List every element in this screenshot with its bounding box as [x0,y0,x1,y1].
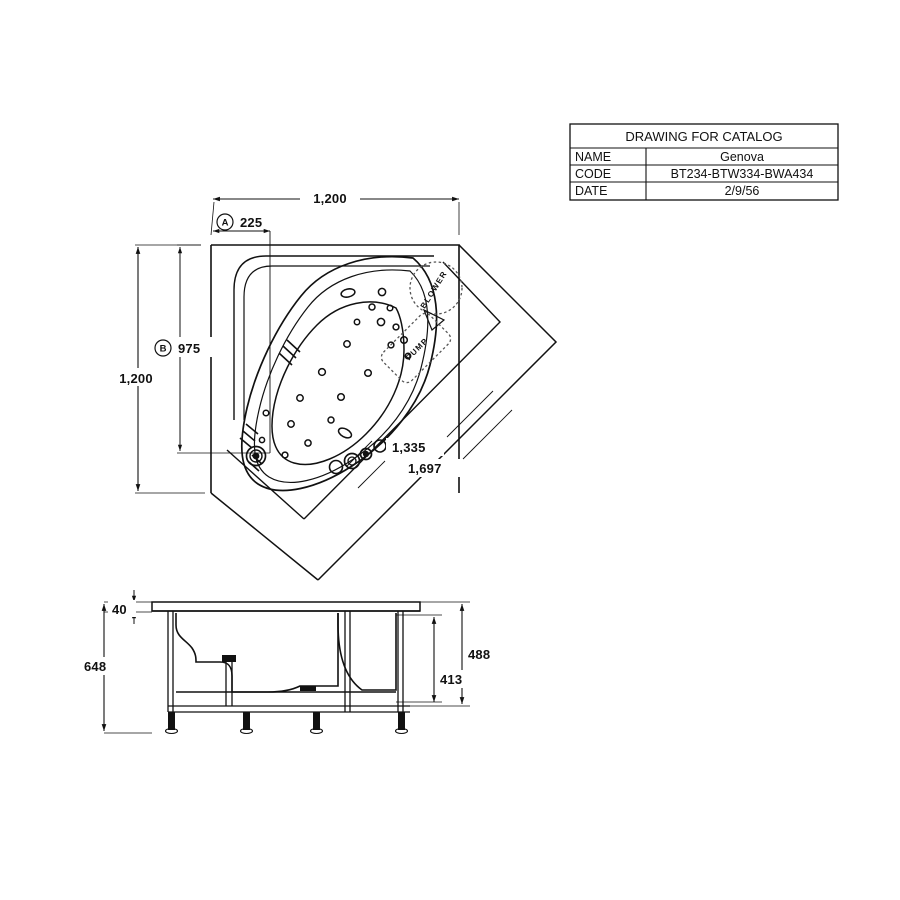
title-block-header: DRAWING FOR CATALOG [625,129,782,144]
dim-leader-1697-b [357,460,386,489]
waste-pipe [222,655,236,706]
elevation-tub-right-wall [337,613,397,691]
title-block-label-name: NAME [575,150,611,164]
dim-diagonal-outer-label: 1,697 [408,461,442,476]
dim-diagonals: 1,335 1,697 [346,390,513,489]
jet-cluster-upper [340,287,412,360]
dim-648-label-bg [80,657,120,675]
dim-rim-height: 488 [410,601,506,707]
dim-leader-1335 [446,390,494,438]
dim-top-label-bg [300,189,360,207]
dim-1697-label-bg [402,459,460,477]
dim-leader-1697 [462,409,513,460]
drain-fitting [245,445,267,467]
title-block: DRAWING FOR CATALOG NAME Genova CODE BT2… [569,123,839,201]
blower-connector [422,308,446,331]
tub-bowl-outline [271,301,405,466]
dim-overall-height: 648 [80,604,152,734]
adjustable-legs [168,712,405,730]
dim-top-overall: 1,200 [210,189,460,236]
balloon-b-label: B [160,344,167,355]
dim-leader-1335-b [346,440,373,467]
tub-shell-contour-2 [253,269,429,483]
apron-inner-left [226,449,305,520]
drain-outlet-marker [300,686,316,691]
dim-diagonal-inner-label: 1,335 [392,440,426,455]
dim-inner-depth: 413 [396,614,478,703]
tub-shell-outline [240,255,438,492]
dim-b-value-label: 975 [178,341,200,356]
dim-488-label-bg [464,645,506,663]
pump-outline [380,312,452,384]
title-block-border [569,123,839,201]
dim-rim-height-label: 488 [468,647,490,662]
elevation-view: 40 648 488 413 [80,590,506,735]
tub-rim-outer [233,255,434,420]
dim-a-225: A 225 [213,213,271,453]
dim-apron-thickness: 40 [104,590,152,624]
tub-rim-inner [243,265,430,420]
blower-outline [409,261,463,315]
dim-left-label-bg [108,368,164,386]
title-block-value-code: BT234-BTW334-BWA434 [671,167,814,181]
dim-1335-label-bg [386,438,444,456]
dim-left-overall: 1,200 [108,244,205,494]
title-block-value-date: 2/9/56 [725,184,760,198]
title-block-label-code: CODE [575,167,611,181]
dim-a-value-label: 225 [240,215,262,230]
balloon-a-label: A [222,218,229,229]
dim-left-overall-label: 1,200 [119,371,153,386]
leg-1 [168,712,175,730]
apron-outer-left [210,492,319,581]
dim-overall-height-label: 648 [84,659,106,674]
support-frame [167,611,410,713]
jet-nozzles [258,318,373,459]
dim-top-overall-label: 1,200 [313,191,347,206]
leg-2 [243,712,250,730]
leg-4 [398,712,405,730]
dim-apron-thickness-label: 40 [112,602,127,617]
leg-3 [313,712,320,730]
dim-413-label-bg [436,670,478,688]
title-block-label-date: DATE [575,184,607,198]
leg-feet [164,727,409,735]
apron-outer-diagonal [317,244,558,581]
rim-fittings [328,427,387,475]
ext-line-top-left [210,201,215,236]
dim-b-975: B 975 [150,244,270,454]
dim-40-label-bg [108,600,136,617]
dim-inner-depth-label: 413 [440,672,462,687]
title-block-value-name: Genova [720,150,764,164]
balloon-b-circle [154,339,172,357]
elevation-tub-profile [175,613,339,693]
